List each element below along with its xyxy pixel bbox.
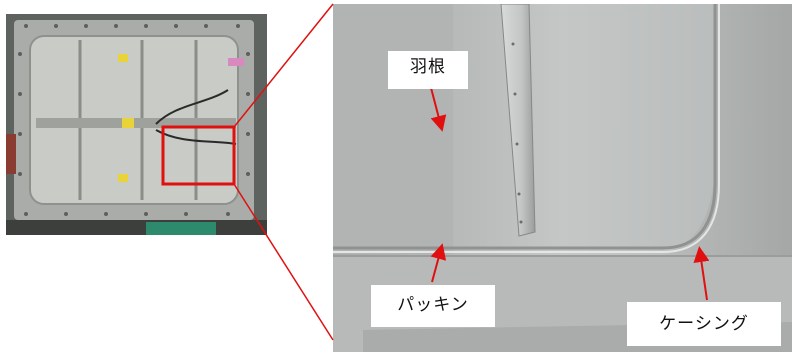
casing-label: ケーシング	[627, 302, 781, 346]
overview-photo-drawing	[6, 14, 267, 235]
blade-label: 羽根	[388, 51, 468, 89]
packing-label: パッキン	[371, 285, 495, 327]
overview-photo	[6, 14, 267, 235]
